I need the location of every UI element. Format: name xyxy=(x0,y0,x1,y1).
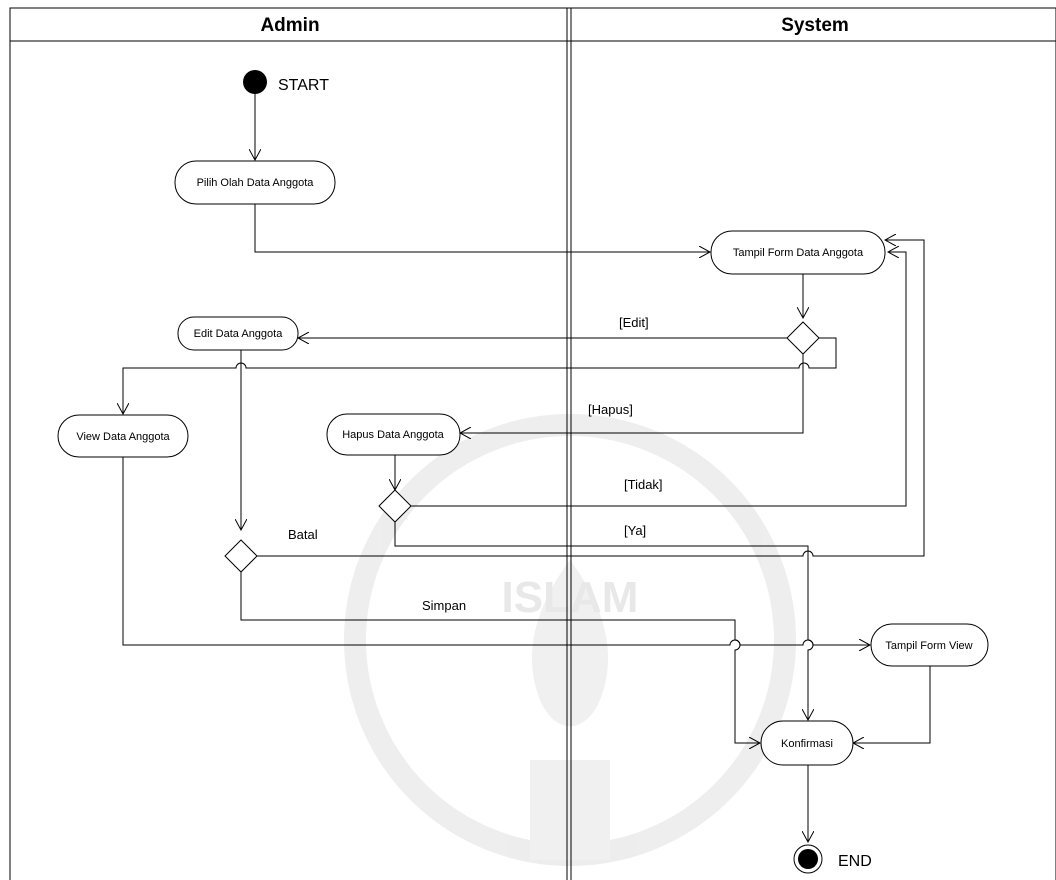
guard-edit: [Edit] xyxy=(619,315,649,330)
action-tampil-form-view xyxy=(870,623,989,667)
guard-ya: [Ya] xyxy=(624,523,646,538)
flows xyxy=(122,94,931,842)
action-hapus-data-anggota xyxy=(326,413,461,456)
guard-hapus: [Hapus] xyxy=(588,402,633,417)
action-tampil-form-data-anggota xyxy=(710,230,886,275)
action-view-data-anggota xyxy=(57,414,189,458)
guard-simpan: Simpan xyxy=(422,598,466,613)
action-tampil-form-label: Tampil Form Data Anggota xyxy=(733,247,864,259)
flow-view-to-tampil-view xyxy=(122,457,870,645)
flow-decision-loop-to-view xyxy=(123,337,837,414)
decision-edit-hapus xyxy=(786,321,820,355)
action-pilih-olah-label: Pilih Olah Data Anggota xyxy=(197,177,315,189)
flow-pilih-to-tampil-form xyxy=(254,204,710,252)
flow-batal-to-tampil-form xyxy=(257,240,925,557)
flow-tidak-to-tampil-form xyxy=(411,252,907,507)
action-konfirmasi-label: Konfirmasi xyxy=(781,738,833,750)
action-pilih-olah-data-anggota xyxy=(174,160,336,205)
decision-batal-simpan xyxy=(224,539,258,573)
end-node xyxy=(798,849,818,869)
start-node xyxy=(243,70,267,94)
action-hapus-label: Hapus Data Anggota xyxy=(342,429,444,441)
action-konfirmasi xyxy=(760,720,854,766)
watermark: ISLAM xyxy=(344,414,796,866)
flow-tampil-view-to-konfirmasi xyxy=(853,666,931,743)
decision-tidak-ya xyxy=(378,489,412,523)
flow-decision-to-hapus xyxy=(460,354,804,433)
lane-title-admin: Admin xyxy=(260,15,319,36)
action-edit-data-anggota xyxy=(177,316,299,351)
action-tampil-view-label: Tampil Form View xyxy=(885,640,972,652)
swimlanes xyxy=(9,7,1056,880)
lane-title-system: System xyxy=(781,15,849,36)
guard-batal: Batal xyxy=(288,527,318,542)
start-label: START xyxy=(278,77,329,94)
watermark-text: ISLAM xyxy=(502,573,639,622)
guard-tidak: [Tidak] xyxy=(624,477,663,492)
end-label: END xyxy=(838,853,872,870)
action-edit-label: Edit Data Anggota xyxy=(194,328,284,340)
action-view-label: View Data Anggota xyxy=(76,431,170,443)
flow-simpan-to-konfirmasi xyxy=(240,572,760,743)
